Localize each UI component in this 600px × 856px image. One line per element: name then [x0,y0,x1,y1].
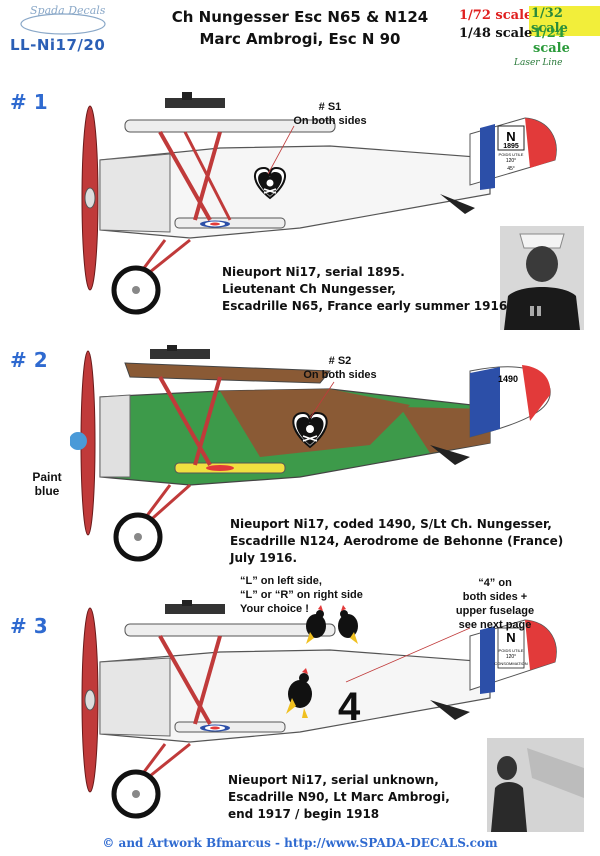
rooster-r-icon [338,605,358,644]
svg-text:1895: 1895 [503,143,519,150]
svg-text:N: N [506,630,515,645]
copyright-footer[interactable]: © and Artwork Bfmarcus - http://www.SPAD… [102,836,498,850]
note-2-title: # S2 [328,355,352,367]
rooster-insignia-icon [286,668,312,718]
paint-blue-note: Paint blue [22,470,72,498]
desc-3-line3: end 1917 / begin 1918 [228,807,380,821]
note-3-right-line4: see next page [458,619,532,631]
desc-2-line3: July 1916. [230,551,298,565]
scale-1-48: 1/48 scale [459,26,533,41]
sheet-title-line1: Ch Nungesser Esc N65 & N124 [171,8,429,26]
scale-1-24: 1/24 scale [533,26,570,56]
rooster-decals [306,605,358,644]
aircraft-profile-2: 1490 [70,345,551,562]
note-3-right-line2: both sides + [462,591,528,603]
profile-number-2: # 2 [10,348,48,372]
paint-note-line1: Paint [32,470,62,484]
pointer-line-1 [267,125,295,175]
pointer-line-2 [309,381,335,419]
desc-3-line1: Nieuport Ni17, serial unknown, [228,773,439,787]
desc-2-line2: Escadrille N124, Aerodrome de Behonne (F… [230,534,564,548]
heart-skull-insignia-icon [254,166,286,200]
note-3-right-line3: upper fuselage [455,605,535,617]
note-1-title: # S1 [318,101,342,113]
desc-1-line2: Lieutenant Ch Nungesser, [222,282,396,296]
machine-gun-icon [165,604,225,614]
pilot-photo-1 [500,226,584,330]
scale-1-72: 1/72 scale [459,8,533,23]
machine-gun-icon [150,349,210,359]
desc-3-line2: Escadrille N90, Lt Marc Ambrogi, [228,790,450,804]
profile-number-3: # 3 [10,614,48,638]
note-3-left: “L” on left side, “L” or “R” on right si… [240,574,370,616]
aircraft-profile-1: N 1895 POIDS UTILE 120° 45° [81,92,557,315]
note-2: # S2 On both sides [290,354,390,382]
svg-text:1490: 1490 [498,374,518,384]
note-1-sub: On both sides [293,115,367,127]
sheet-title-line2: Marc Ambrogi, Esc N 90 [199,30,401,48]
svg-text:120°: 120° [506,654,516,660]
spada-logo [8,6,113,54]
pilot-aircraft-photo-icon [487,738,584,832]
pointer-line-3 [345,627,471,683]
upper-wing [124,362,332,384]
logo-wings-icon [20,13,106,35]
svg-text:POIDS UTILE: POIDS UTILE [499,648,524,653]
desc-block-3: Nieuport Ni17, serial unknown, Escadrill… [228,772,488,823]
note-3-left-line2: “L” or “R” on right side [240,589,363,601]
desc-block-2: Nieuport Ni17, coded 1490, S/Lt Ch. Nung… [230,516,570,567]
svg-text:45°: 45° [507,166,515,172]
rooster-l-icon [306,605,326,644]
profile-number-1: # 1 [10,90,48,114]
scale-1-32: 1/32 scale [529,6,600,36]
note-3-right-line1: “4” on [478,577,512,589]
aircraft-profile-3: N POIDS UTILE 120° CONSOMMATION 4 [81,600,557,819]
note-1: # S1 On both sides [280,100,380,128]
pilot-photo-3 [487,738,584,832]
lower-wing [174,721,286,733]
upper-wing [124,119,336,133]
fuselage-number: 4 [338,685,361,729]
heart-skull-insignia-icon [292,411,328,449]
svg-text:N: N [506,129,515,144]
laser-line-label: Laser Line [514,58,563,68]
note-3-right: “4” on both sides + upper fuselage see n… [440,576,550,632]
svg-text:CONSOMMATION: CONSOMMATION [494,661,527,666]
note-3-left-line1: “L” on left side, [240,575,322,587]
machine-gun-icon [165,98,225,108]
paint-note-line2: blue [34,484,60,498]
note-2-sub: On both sides [303,369,377,381]
pilot-portrait-icon [500,226,584,330]
upper-wing [124,623,336,637]
desc-2-line1: Nieuport Ni17, coded 1490, S/Lt Ch. Nung… [230,517,552,531]
decal-code: LL-Ni17/20 [10,36,106,54]
desc-block-1: Nieuport Ni17, serial 1895. Lieutenant C… [222,264,522,315]
desc-1-line1: Nieuport Ni17, serial 1895. [222,265,405,279]
blue-spinner-icon [70,432,87,450]
desc-1-line3: Escadrille N65, France early summer 1916 [222,299,508,313]
logo-script: Spada Decals [30,4,106,17]
svg-text:120°: 120° [506,158,516,164]
svg-text:POIDS UTILE: POIDS UTILE [499,152,524,157]
note-3-left-line3: Your choice ! [240,603,309,615]
